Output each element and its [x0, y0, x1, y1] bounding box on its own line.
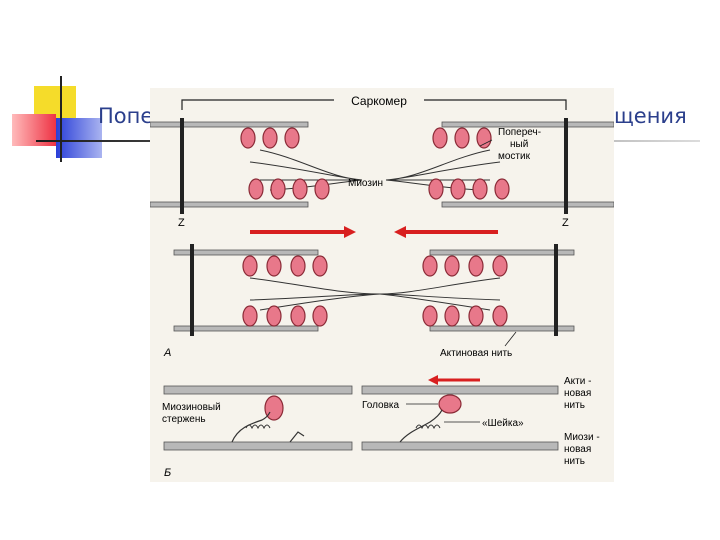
z-line-left: [190, 244, 194, 336]
cross-bridge-label-3: мостик: [498, 151, 531, 162]
z-line-right: [554, 244, 558, 336]
myosin-fil-label-1: Миози -: [564, 432, 600, 443]
actin-label-3: нить: [564, 400, 585, 411]
head-label: Головка: [362, 400, 400, 411]
diagram-svg: Саркомер Z Z По: [149, 92, 615, 479]
actin-filament: [441, 201, 615, 208]
panel-relaxed: Саркомер Z Z По: [149, 92, 615, 229]
myosin-tails-left: [249, 149, 363, 191]
actin-filament: [173, 325, 319, 332]
deco-blue-square: [56, 118, 102, 158]
myosin-filament: [361, 441, 559, 451]
panel-contracted: А Актиновая нить: [163, 244, 575, 359]
contraction-arrows: [250, 226, 498, 238]
panel-detail: Миозиновый стержень Головка «Шейка» Акти…: [162, 375, 600, 479]
z-line-right: [564, 118, 568, 214]
actin-filament: [149, 201, 309, 208]
actin-filament-label: Актиновая нить: [440, 348, 512, 359]
panel-a-label: А: [163, 347, 171, 359]
actin-label-2: новая: [564, 388, 591, 399]
actin-filament: [429, 249, 575, 256]
myosin-rod-label-2: стержень: [162, 414, 206, 425]
myosin-head: [438, 394, 462, 414]
myosin-label: Миозин: [348, 178, 383, 189]
z-label-right: Z: [562, 217, 569, 229]
myosin-rod-label-1: Миозиновый: [162, 402, 221, 413]
myosin-filament: [163, 441, 353, 451]
sarcomere-label: Саркомер: [351, 94, 407, 108]
cross-bridge-label-2: ный: [510, 139, 528, 150]
actin-filament: [163, 385, 353, 395]
neck-label: «Шейка»: [482, 418, 524, 429]
actin-label-1: Акти -: [564, 376, 591, 387]
slide-title-end: щения: [614, 104, 687, 128]
myosin-heads: [242, 255, 508, 327]
actin-filament: [429, 325, 575, 332]
sarcomere-diagram: Саркомер Z Z По: [149, 88, 615, 482]
panel-b-label: Б: [164, 467, 171, 479]
cross-bridge-label-1: Попереч-: [498, 127, 541, 138]
sarcomere-label-bg: [334, 92, 424, 108]
deco-vertical-line: [60, 76, 62, 162]
myosin-fil-label-2: новая: [564, 444, 591, 455]
z-line-left: [180, 118, 184, 214]
myosin-fil-label-3: нить: [564, 456, 585, 467]
actin-filament: [173, 249, 319, 256]
z-label-left: Z: [178, 217, 185, 229]
slide-title: Попе: [98, 104, 154, 128]
actin-filament: [361, 385, 559, 395]
actin-filament: [149, 121, 309, 128]
